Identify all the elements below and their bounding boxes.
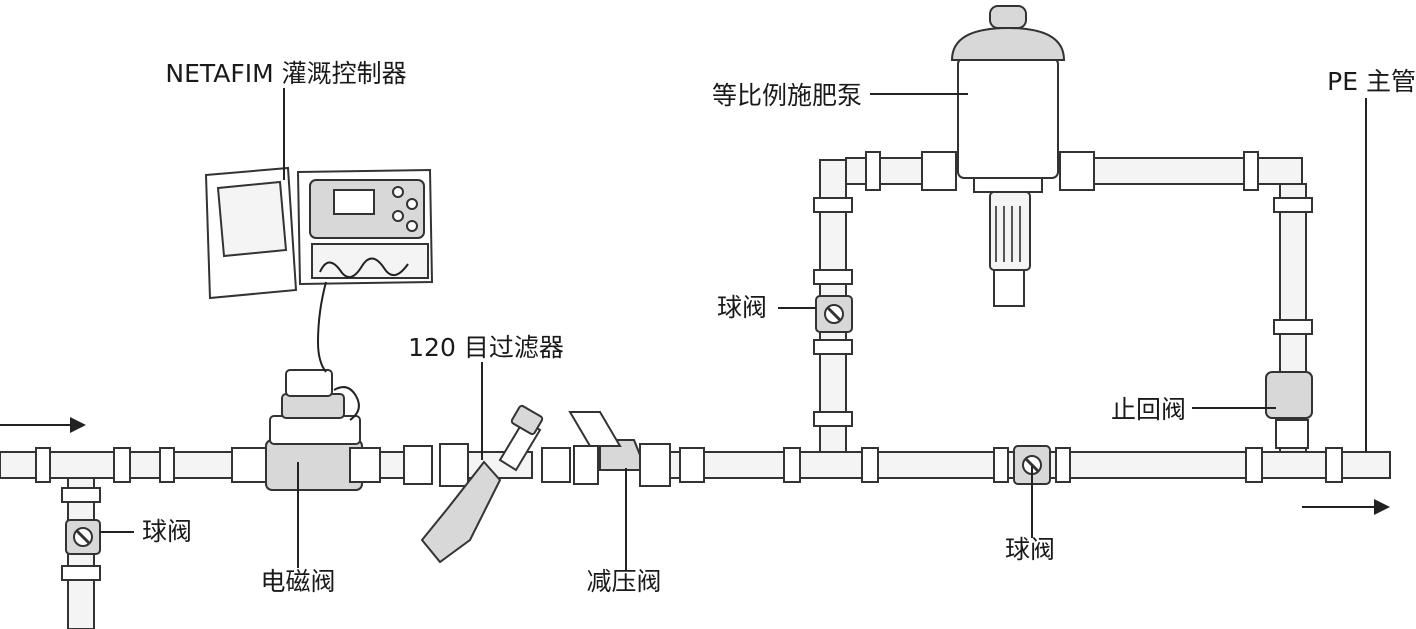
mesh-filter — [403, 404, 544, 564]
inlet-flow-arrow — [0, 417, 86, 433]
filter-label: 120 目过滤器 — [408, 333, 564, 362]
arrow-right-icon — [1374, 499, 1390, 515]
inlet-branch — [61, 477, 101, 629]
fert-pump-label: 等比例施肥泵 — [712, 81, 862, 110]
main-ball-valve-label: 球阀 — [1005, 535, 1055, 564]
inlet-ball-valve-label: 球阀 — [142, 517, 192, 546]
fertilizer-pump — [921, 5, 1095, 307]
leader-lines — [100, 88, 1276, 570]
controller-label: NETAFIM 灌溉控制器 — [165, 59, 406, 88]
solenoid-valve-label: 电磁阀 — [260, 567, 335, 596]
check-valve-label: 止回阀 — [1111, 395, 1186, 424]
outlet-flow-arrow — [1302, 499, 1390, 515]
pressure-reducing-valve — [541, 411, 705, 487]
bypass-loop — [813, 151, 1313, 453]
bypass-ball-valve-label: 球阀 — [717, 293, 767, 322]
solenoid-valve — [231, 369, 381, 491]
pressure-reducer-label: 减压阀 — [586, 567, 661, 596]
labels: NETAFIM 灌溉控制器 等比例施肥泵 PE 主管 球阀 120 目过滤器 止… — [142, 59, 1416, 596]
arrow-right-icon — [70, 417, 86, 433]
pe-main-label: PE 主管 — [1327, 67, 1416, 96]
main-ball-valve — [993, 445, 1071, 485]
irrigation-controller — [204, 166, 434, 373]
